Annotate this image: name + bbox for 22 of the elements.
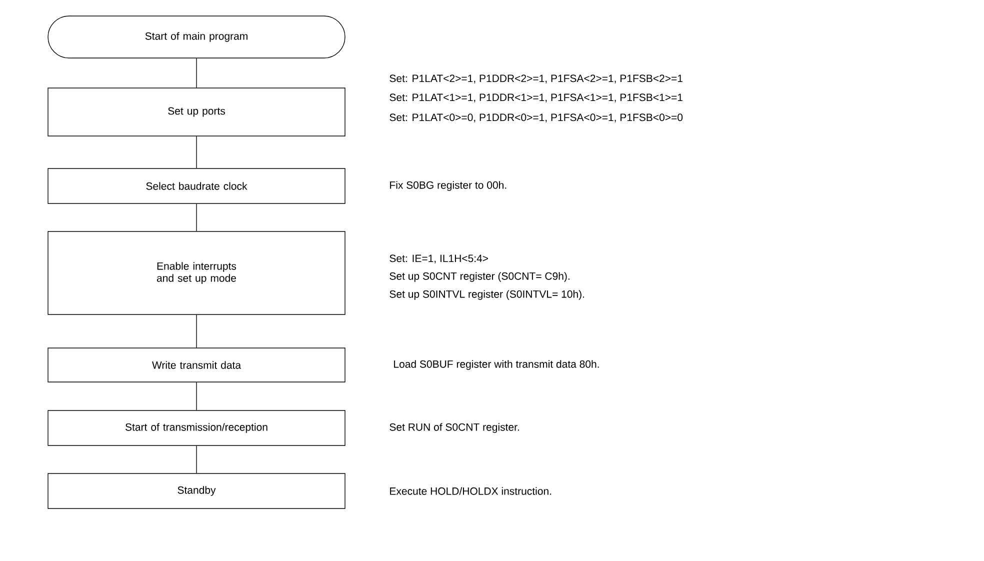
process-box: Standby: [48, 473, 346, 509]
connector-line: [196, 314, 197, 348]
note-text: Execute HOLD/HOLDX instruction.: [390, 487, 552, 495]
process-box: Enable interrupts and set up mode: [48, 231, 346, 315]
process-box: Set up ports: [48, 88, 346, 136]
note-text: Set up S0CNT register (S0CNT= C9h).: [390, 272, 570, 282]
note-text: Set: IE=1, IL1H<5:4>: [390, 254, 488, 264]
note-text: Set: P1LAT<2>=1, P1DDR<2>=1, P1FSA<2>=1, P1FSB<2>=1: [390, 74, 682, 84]
process-box: Start of transmission/reception: [48, 410, 346, 446]
connector-line: [196, 136, 197, 168]
note-text: Set up S0INTVL register (S0INTVL= 10h).: [390, 290, 584, 300]
note-text: Set: P1LAT<1>=1, P1DDR<1>=1, P1FSA<1>=1, P1FSB<1>=1: [390, 94, 682, 102]
process-box: Write transmit data: [48, 348, 346, 382]
note-text: Load S0BUF register with transmit data 80h.: [394, 360, 599, 370]
connector-line: [196, 382, 197, 410]
process-box: Select baudrate clock: [48, 168, 346, 204]
note-text: Set RUN of S0CNT register.: [390, 423, 519, 433]
note-text: Fix S0BG register to 00h.: [390, 181, 506, 191]
connector-line: [196, 58, 197, 88]
note-text: Set: P1LAT<0>=0, P1DDR<0>=1, P1FSA<0>=1, P1FSB<0>=0: [390, 114, 683, 122]
connector-line: [196, 446, 197, 474]
connector-line: [196, 204, 197, 232]
